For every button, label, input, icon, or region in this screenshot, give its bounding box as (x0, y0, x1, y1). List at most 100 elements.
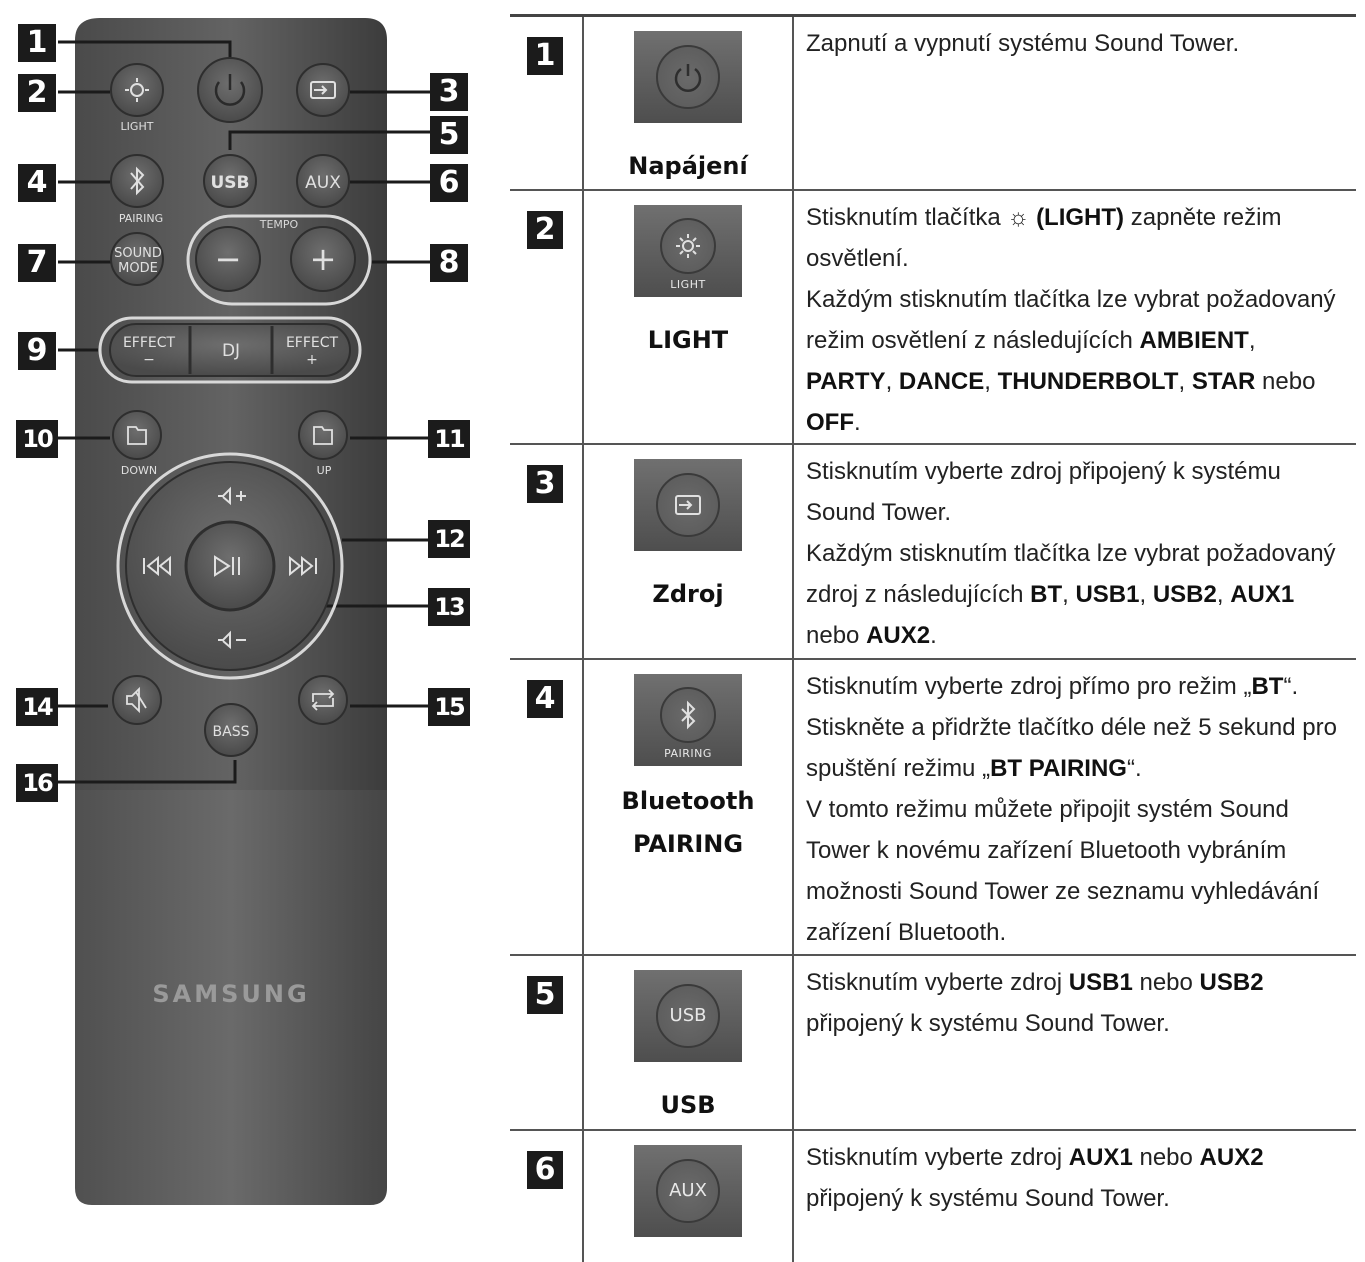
button-image (634, 31, 742, 123)
button-name: LIGHT (647, 325, 729, 354)
remote-lower-body (75, 790, 387, 1205)
effect-plus-label: EFFECT (286, 335, 339, 351)
nav-ring-outline (116, 452, 344, 680)
button-name: Bluetooth (621, 786, 755, 815)
callout-3: 3 (430, 73, 468, 111)
source-icon (310, 81, 336, 99)
table-row: 4 PAIRING Bluetooth PAIRING Stisknutím v… (510, 657, 1356, 955)
effect-plus-sign: + (306, 352, 318, 368)
aux-text-icon: AUX (656, 1158, 720, 1223)
sound-mode-button (110, 232, 164, 286)
row-description: Stisknutím vyberte zdroj AUX1 nebo AUX2 … (806, 1143, 1264, 1212)
sound-mode-label-1: SOUND (114, 246, 162, 261)
row-description: Stisknutím vyberte zdroj USB1 nebo USB2 … (806, 968, 1264, 1037)
callout-7: 7 (18, 244, 56, 282)
play-pause-icon (214, 555, 240, 577)
table-row: 6 AUX AUX Stisknutím vyberte zdroj AUX1 … (510, 1128, 1356, 1262)
callout-1: 1 (18, 24, 56, 62)
effect-group (98, 316, 362, 384)
previous-icon (143, 555, 171, 577)
table-row: 3 Zdroj Stisknutím vyberte zdroj připoje… (510, 442, 1356, 659)
tile-label: PAIRING (664, 746, 712, 760)
callout-11: 11 (428, 420, 470, 458)
button-image: LIGHT (634, 204, 742, 297)
button-image: AUX (634, 1144, 742, 1237)
callout-2: 2 (18, 74, 56, 112)
callout-9: 9 (18, 332, 56, 370)
button-name: Zdroj (652, 579, 724, 608)
light-button (110, 63, 164, 117)
button-image: PAIRING (634, 673, 742, 766)
aux-tile-text: AUX (669, 1180, 707, 1201)
remote-illustration: LIGHT PAIRING USB AUX SOUND MODE TEMPO −… (0, 0, 480, 1262)
table-row: 5 USB USB Stisknutím vyberte zdroj USB1 … (510, 953, 1356, 1130)
usb-tile-text: USB (669, 1005, 707, 1026)
repeat-button (298, 675, 348, 725)
row-number: 5 (527, 975, 563, 1014)
tile-label: LIGHT (670, 277, 706, 291)
usb-label: USB (210, 173, 249, 193)
tempo-group (186, 214, 372, 306)
folder-down-button (112, 410, 162, 460)
sound-mode-label-2: MODE (118, 261, 158, 276)
aux-label: AUX (305, 173, 341, 193)
next-icon (289, 555, 317, 577)
callout-13: 13 (428, 588, 470, 626)
row-number: 4 (527, 679, 563, 718)
row-description: Stisknutím vyberte zdroj připojený k sys… (806, 457, 1336, 649)
row-number: 2 (527, 210, 563, 249)
volume-up-icon (218, 486, 231, 506)
row-number: 3 (527, 464, 563, 503)
mute-icon (126, 686, 147, 714)
button-name-2: PAIRING (632, 829, 744, 858)
usb-button (203, 154, 257, 208)
power-icon (656, 45, 720, 109)
button-description-table: 1 Napájení Zapnutí a vypnutí systému Sou… (510, 14, 1356, 1262)
up-label: UP (317, 464, 332, 477)
button-image: USB (634, 969, 742, 1062)
power-icon (214, 81, 246, 106)
row-number: 1 (527, 37, 563, 75)
samsung-logo: SAMSUNG (152, 980, 309, 1008)
light-label: LIGHT (121, 120, 154, 133)
table-row: 2 LIGHT LIGHT Stisknutím tlačítka ☼ (LIG… (510, 188, 1356, 444)
callout-5: 5 (430, 116, 468, 154)
down-label: DOWN (121, 464, 157, 477)
tempo-minus-label: − (215, 240, 242, 278)
bass-label: BASS (213, 724, 250, 740)
row-description: Stisknutím tlačítka ☼ (LIGHT) zapněte re… (806, 203, 1336, 436)
tempo-plus-button (290, 226, 356, 292)
callout-8: 8 (430, 244, 468, 282)
callout-12: 12 (428, 520, 470, 558)
button-image (634, 458, 742, 551)
callout-14: 14 (16, 688, 58, 726)
row-description: Stisknutím vyberte zdroj přímo pro režim… (806, 672, 1337, 946)
folder-up-button (298, 410, 348, 460)
button-name: Napájení (628, 152, 748, 180)
effect-minus-label: EFFECT (123, 335, 176, 351)
callout-16: 16 (16, 764, 58, 802)
callout-4: 4 (18, 164, 56, 202)
repeat-icon (311, 689, 335, 711)
folder-up-icon (313, 426, 333, 445)
callout-15: 15 (428, 688, 470, 726)
row-description: Zapnutí a vypnutí systému Sound Tower. (806, 30, 1240, 57)
remote-control-drawing: LIGHT PAIRING USB AUX SOUND MODE TEMPO −… (58, 18, 430, 1205)
bass-button (204, 703, 258, 757)
folder-down-icon (127, 426, 147, 445)
dj-label: DJ (222, 341, 240, 361)
pairing-label: PAIRING (119, 212, 163, 225)
usb-text-icon: USB (656, 983, 720, 1048)
mute-button (112, 675, 162, 725)
button-name: USB (660, 1090, 716, 1119)
tempo-minus-button (195, 226, 261, 292)
callout-10: 10 (16, 420, 58, 458)
row-number: 6 (527, 1150, 563, 1189)
bluetooth-icon (130, 166, 145, 196)
aux-button (296, 154, 350, 208)
callout-lines (58, 40, 430, 784)
light-icon (125, 78, 149, 102)
volume-down-icon (218, 630, 231, 650)
bluetooth-icon (660, 686, 716, 743)
tempo-plus-label: + (310, 240, 337, 278)
